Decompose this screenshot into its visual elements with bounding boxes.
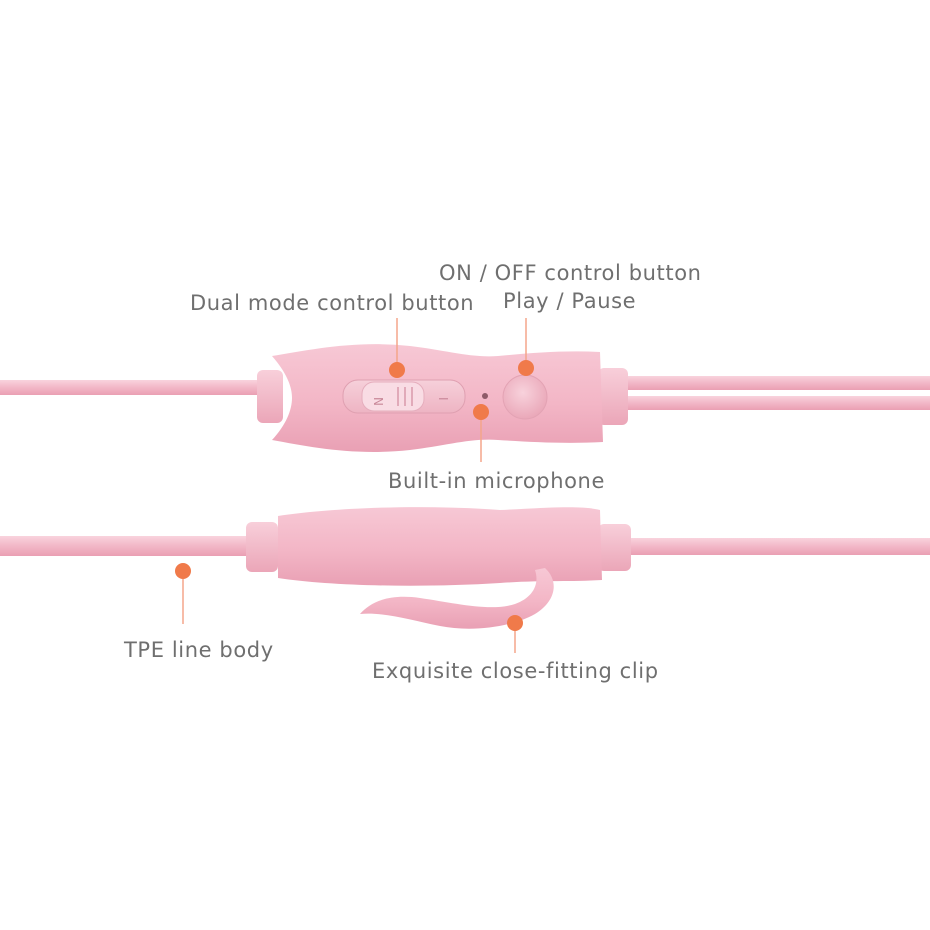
upper-cable-right-top [625,376,930,390]
lower-remote-body [278,507,602,586]
lower-cable-left [0,536,262,556]
upper-right-cap [598,368,628,425]
microphone-hole [482,393,488,399]
callout-dual-mode-label: Dual mode control button [190,291,475,315]
marker-dual-mode [389,362,405,378]
upper-left-cap [257,370,283,423]
upper-remote: N I [0,344,930,452]
switch-mark-left: N [371,397,385,406]
callout-play-pause-label: Play / Pause [503,289,637,313]
callout-clip-label: Exquisite close-fitting clip [372,659,659,683]
marker-microphone [473,404,489,420]
marker-tpe-line [175,563,191,579]
lower-right-cap [598,524,631,571]
play-pause-button[interactable] [502,374,548,420]
upper-cable-left [0,380,262,395]
lower-remote [0,507,930,629]
callout-on-off-label: ON / OFF control button [439,261,702,285]
lower-left-cap [246,522,278,572]
callout-microphone-label: Built-in microphone [388,469,605,493]
switch-mark-right: I [436,397,450,401]
upper-cable-right-bottom [625,396,930,410]
callouts [175,318,534,653]
marker-clip [507,615,523,631]
switch-knob [361,381,425,412]
callout-tpe-line-label: TPE line body [124,638,274,662]
close-fitting-clip [360,568,554,629]
lower-cable-right [625,538,930,555]
marker-play-pause [518,360,534,376]
